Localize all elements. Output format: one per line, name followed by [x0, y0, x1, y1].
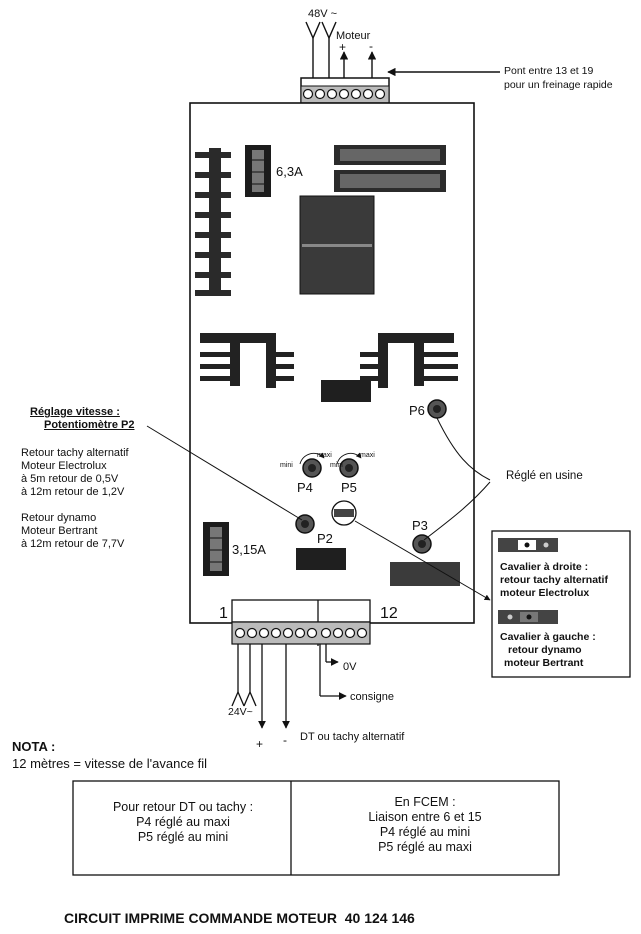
pot-p3 — [412, 534, 432, 554]
jumper-right-icon — [498, 538, 558, 552]
ic-chip-lower — [296, 548, 346, 570]
table-left-line-3: P5 réglé au mini — [137, 830, 229, 844]
factory-set-label: Réglé en usine — [506, 470, 583, 482]
pot-p6 — [427, 399, 447, 419]
tachy-line-2: Moteur Electrolux — [21, 460, 107, 472]
heatsink-comb — [195, 148, 231, 296]
table-right-line-4: P5 réglé au maxi — [378, 840, 472, 854]
jumper-left-line-2: retour dynamo — [508, 644, 582, 656]
pot-p5-label: P5 — [341, 480, 357, 495]
settings-table — [72, 780, 560, 876]
dt-label: DT ou tachy alternatif — [300, 731, 405, 743]
jumper-right-line-1: Cavalier à droite : — [500, 561, 589, 573]
jumper-left-icon — [498, 610, 558, 624]
pot-p5-mini: mini — [330, 462, 343, 469]
tachy-line-4: à 12m retour de 1,2V — [21, 486, 125, 498]
jumper-right-line-3: moteur Electrolux — [500, 587, 590, 599]
dynamo-line-2: Moteur Bertrant — [21, 525, 98, 537]
speed-adjust-heading-2: Potentiomètre P2 — [44, 419, 135, 431]
dynamo-line-3: à 12m retour de 7,7V — [21, 538, 125, 550]
heatsink-right — [360, 333, 458, 388]
consigne-label: consigne — [350, 691, 394, 703]
ic-chip-upper — [321, 380, 371, 402]
motor-label: Moteur — [336, 30, 371, 42]
table-left-cell: Pour retour DT ou tachy : P4 réglé au ma… — [78, 800, 288, 845]
jumper-legend-box — [491, 530, 631, 678]
table-left-line-2: P4 réglé au maxi — [136, 815, 230, 829]
fuse-top-label: 6,3A — [276, 164, 303, 179]
pot-p4-label: P4 — [297, 480, 313, 495]
relay-block — [390, 562, 460, 586]
terminal-1: 1 — [219, 605, 228, 622]
speed-adjust-heading: Réglage vitesse : Potentiomètre P2 — [30, 406, 134, 432]
jumper-location — [331, 500, 357, 526]
fuse-bottom — [203, 522, 229, 576]
heatsink-left — [200, 333, 294, 388]
pot-p5 — [336, 452, 362, 478]
table-right-line-1: En FCEM : — [394, 795, 456, 809]
table-left-line-1: Pour retour DT ou tachy : — [112, 800, 254, 814]
tachy-line-3: à 5m retour de 0,5V — [21, 473, 119, 485]
table-right-line-2: Liaison entre 6 et 15 — [368, 810, 482, 824]
jumper-right-text: Cavalier à droite : retour tachy alterna… — [500, 561, 608, 600]
terminal-block-bottom — [231, 599, 371, 646]
table-right-cell: En FCEM : Liaison entre 6 et 15 P4 réglé… — [296, 795, 554, 855]
pot-p5-maxi: maxi — [360, 452, 375, 459]
table-right-line-3: P4 réglé au mini — [379, 825, 471, 839]
pot-p4-mini: mini — [280, 462, 293, 469]
power-resistors — [334, 145, 446, 192]
jumper-left-line-1: Cavalier à gauche : — [500, 631, 596, 643]
pot-p3-label: P3 — [412, 518, 428, 533]
zero-volt-label: 0V — [343, 661, 357, 673]
jumper-right-line-2: retour tachy alternatif — [500, 574, 608, 586]
jumper-left-text: Cavalier à gauche : retour dynamo moteur… — [500, 631, 596, 670]
speed-adjust-heading-1: Réglage vitesse : — [30, 406, 120, 418]
fuse-top — [245, 145, 271, 197]
top-wiring — [305, 21, 500, 78]
main-component-seam — [302, 244, 372, 247]
supply-label: 48V ~ — [308, 8, 337, 20]
fuse-bottom-label: 3,15A — [232, 542, 266, 557]
tachy-notes: Retour tachy alternatif Moteur Electrolu… — [21, 447, 129, 499]
motor-plus: + — [339, 40, 346, 54]
dynamo-line-1: Retour dynamo — [21, 512, 97, 524]
nota-line: 12 mètres = vitesse de l'avance fil — [12, 756, 208, 771]
pot-p6-label: P6 — [409, 403, 425, 418]
nota-title: NOTA : — [12, 739, 56, 754]
tachy-line-1: Retour tachy alternatif — [21, 447, 129, 459]
motor-minus: - — [369, 39, 373, 53]
dt-minus: - — [283, 733, 287, 747]
pot-p2-label: P2 — [317, 531, 333, 546]
bridge-note-1: Pont entre 13 et 19 — [504, 65, 593, 77]
pot-p4 — [299, 452, 325, 478]
dynamo-notes: Retour dynamo Moteur Bertrant à 12m reto… — [21, 512, 124, 551]
bottom-wiring — [231, 644, 347, 729]
bridge-note-2: pour un freinage rapide — [504, 79, 613, 91]
terminal-12: 12 — [380, 605, 398, 622]
pot-p4-maxi: maxi — [317, 452, 332, 459]
v24-label: 24V~ — [228, 706, 253, 718]
footer-title: CIRCUIT IMPRIME COMMANDE MOTEUR 40 124 1… — [64, 910, 415, 926]
leader-lines — [146, 417, 491, 601]
jumper-left-line-3: moteur Bertrant — [504, 657, 584, 669]
dt-plus: + — [256, 737, 263, 751]
